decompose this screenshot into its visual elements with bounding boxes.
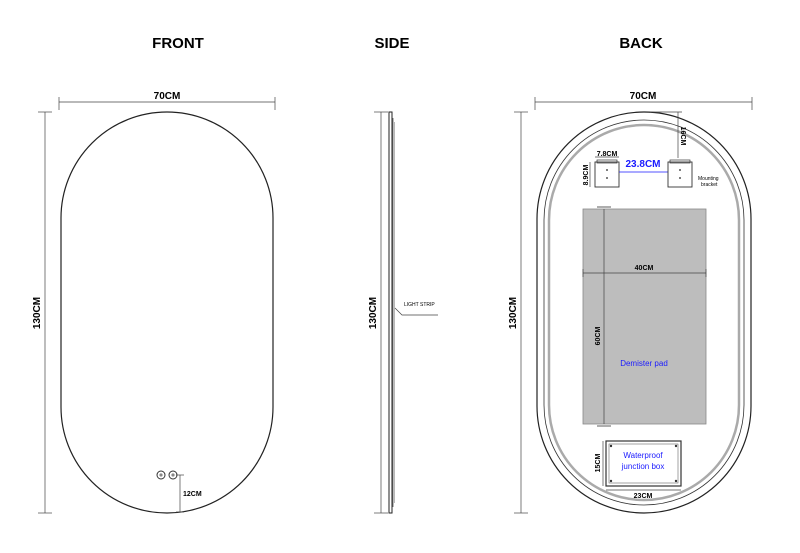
button-offset-label: 12CM [183, 491, 202, 498]
front-view-title: FRONT [152, 35, 204, 52]
back-view-title: BACK [619, 35, 662, 52]
box-height-label: 15CM [595, 454, 602, 473]
mounting-bracket-label: Mounting [698, 176, 719, 182]
mounting-bracket-label-2: bracket [701, 182, 718, 188]
bracket-width-label: 7.8CM [597, 151, 618, 158]
pad-height-label: 60CM [595, 327, 602, 346]
side-view: 130CM LIGHT STRIP [368, 111, 438, 514]
light-strip-ring [547, 123, 741, 502]
pad-width-label: 40CM [635, 265, 654, 272]
back-height-label: 130CM [508, 297, 519, 329]
side-mirror-profile [388, 111, 393, 514]
front-width-label: 70CM [154, 91, 181, 102]
front-view: 70CM 130CM 12CM [32, 91, 276, 514]
bracket-height-label: 8.9CM [583, 165, 590, 186]
back-width-label: 70CM [630, 91, 657, 102]
side-view-title: SIDE [374, 35, 409, 52]
front-mirror-outline [60, 111, 274, 514]
junction-box: Waterproof junction box 15CM 23CM [595, 440, 682, 500]
touch-button-icon [156, 470, 166, 480]
bracket-spacing-label: 23.8CM [625, 159, 660, 170]
bracket-offset-label: 16CM [679, 127, 686, 146]
back-mirror-outline [536, 111, 752, 514]
side-height-label: 130CM [368, 297, 379, 329]
back-view: 70CM 130CM 16CM 7.8CM 8.9CM 23.8CM [508, 91, 753, 514]
mounting-bracket-left: 7.8CM 8.9CM [583, 151, 620, 188]
junction-box-label-2: junction box [621, 462, 665, 471]
junction-box-label: Waterproof [623, 451, 663, 460]
light-strip-callout: LIGHT STRIP [404, 302, 435, 308]
mounting-bracket-right: Mounting bracket [667, 159, 719, 188]
box-width-label: 23CM [634, 493, 653, 500]
demister-pad: 40CM 60CM Demister pad [582, 206, 707, 427]
demister-pad-label: Demister pad [620, 359, 668, 368]
front-height-label: 130CM [32, 297, 43, 329]
